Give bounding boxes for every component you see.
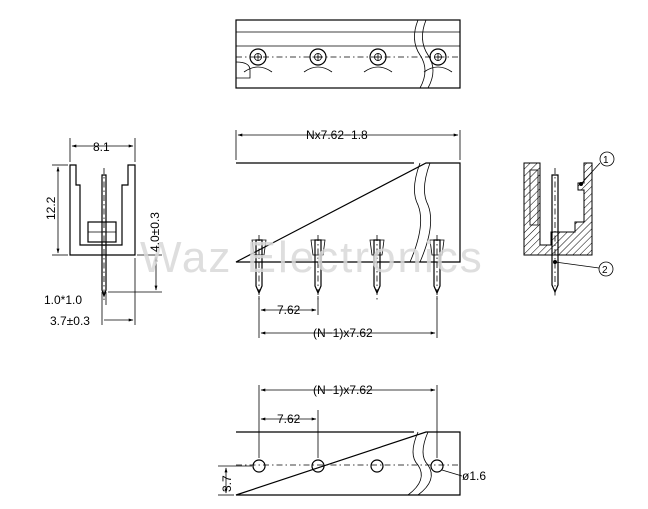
dim-pin-offset: 3.7±0.3 — [50, 314, 90, 328]
screw-terminal-3 — [363, 48, 393, 73]
dim-span-bottom: (N−1)x7.62 — [313, 383, 373, 397]
callout-1-label: 1 — [603, 155, 609, 166]
screw-terminal-2 — [303, 48, 333, 73]
section-view-pin — [551, 174, 559, 294]
section-view-slot — [529, 169, 539, 226]
dim-side-height: 12.2 — [44, 196, 58, 220]
pin-hole-2 — [311, 459, 325, 473]
bottom-view-break-line — [417, 431, 432, 496]
top-view-profile — [235, 61, 251, 79]
bottom-view-holes — [252, 459, 444, 473]
top-view-break-line — [414, 19, 426, 89]
dim-span-front: (N−1)x7.62 — [313, 326, 373, 340]
callout-2-leader — [554, 261, 600, 269]
side-view — [52, 138, 162, 325]
dim-row-offset: 3.7 — [220, 475, 234, 492]
dim-pitch-bottom: 7.62 — [277, 412, 301, 426]
bottom-view-break-line — [407, 431, 422, 496]
front-pin-4 — [429, 235, 445, 300]
pin-hole-4 — [430, 459, 444, 473]
front-view-break-line — [409, 162, 422, 263]
section-view — [523, 151, 615, 298]
dim-total-length: Nx7.62−1.8 — [306, 128, 368, 142]
bottom-view-body — [235, 431, 461, 496]
pin-hole-1 — [252, 459, 266, 473]
front-view — [235, 130, 461, 338]
callout-1-leader — [580, 162, 601, 185]
top-view — [235, 19, 461, 89]
top-view-break-line — [422, 19, 434, 89]
hole-diameter-leader — [441, 469, 463, 477]
front-view-break-line — [419, 162, 432, 263]
dim-pin-section: 1.0*1.0 — [44, 293, 82, 307]
dim-hole-diameter: ø1.6 — [462, 469, 486, 483]
front-pin-1 — [251, 235, 267, 300]
bottom-view — [218, 385, 463, 496]
top-view-outline — [235, 19, 461, 89]
screw-terminal-4 — [423, 48, 453, 73]
front-pin-3 — [369, 235, 385, 300]
side-view-body — [69, 164, 136, 256]
section-view-body — [523, 162, 593, 256]
front-view-body — [235, 162, 461, 263]
top-view-screws — [243, 48, 453, 73]
callout-1-circle — [599, 151, 615, 167]
dim-pitch-front: 7.62 — [277, 303, 301, 317]
front-pin-2 — [310, 235, 326, 300]
callout-2-label: 2 — [602, 265, 608, 276]
front-view-pins — [251, 235, 445, 300]
watermark-text: Waz Electronics — [140, 233, 484, 282]
pin-hole-3 — [370, 459, 384, 473]
callout-2-circle — [598, 261, 614, 277]
screw-terminal-1 — [243, 48, 273, 73]
dim-pin-length: 4.0±0.3 — [148, 212, 162, 252]
dim-side-width: 8.1 — [93, 140, 110, 154]
side-view-pin — [101, 174, 107, 298]
